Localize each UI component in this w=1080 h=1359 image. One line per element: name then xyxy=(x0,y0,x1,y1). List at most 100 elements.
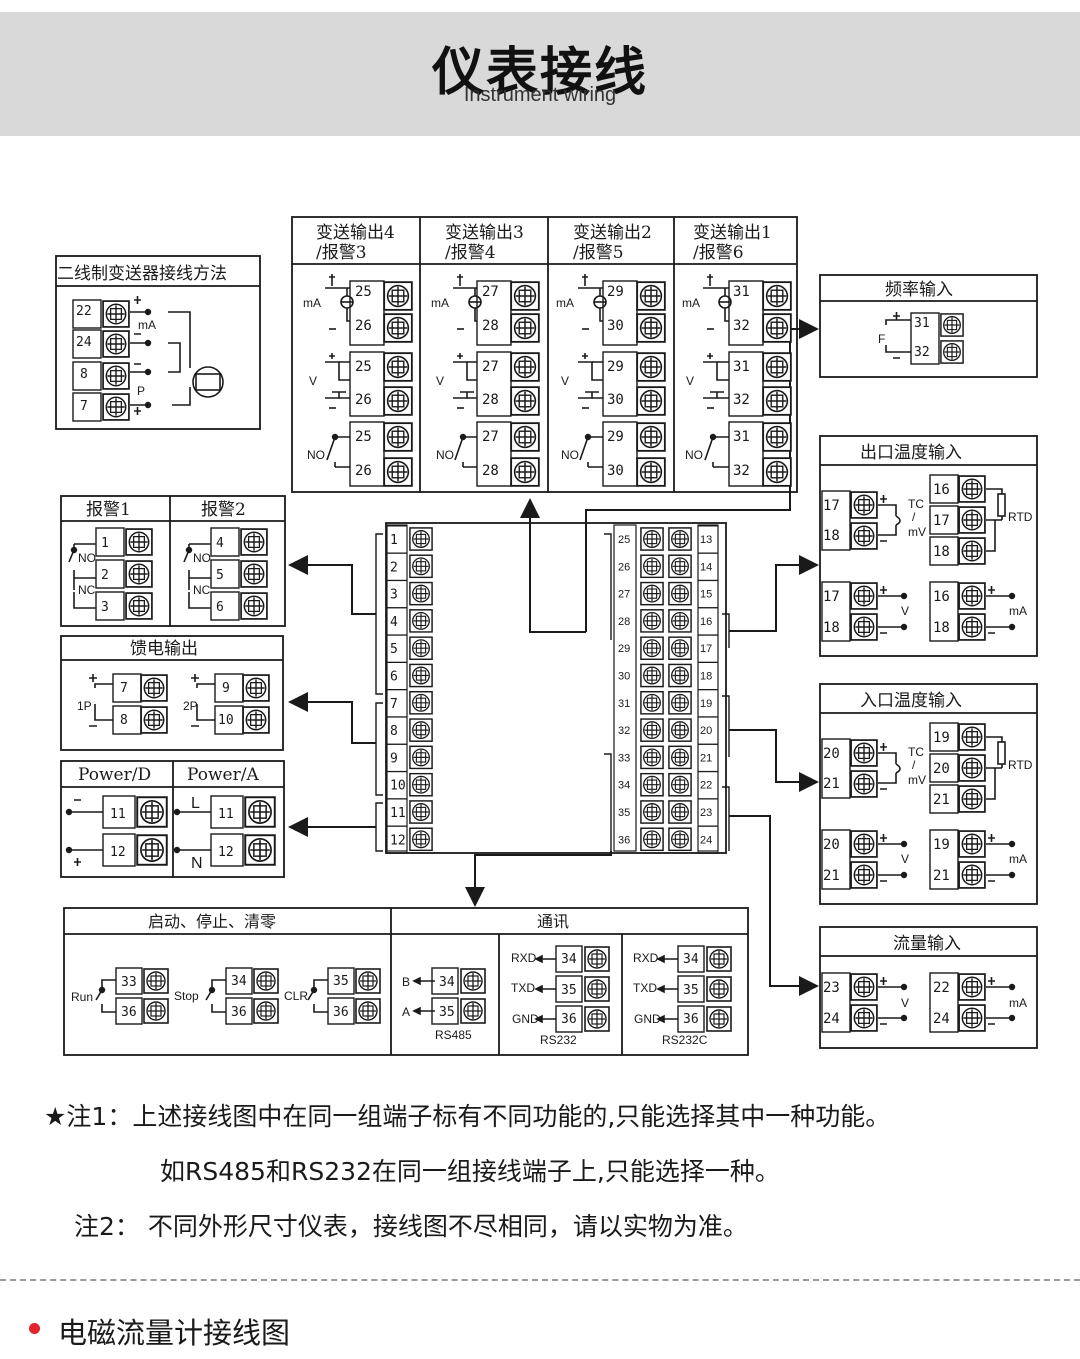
wire xyxy=(325,361,350,399)
section-title: 电磁流量计接线图 xyxy=(58,1316,291,1350)
outlet-rtd-c: 18 xyxy=(933,544,950,560)
rs485-t34: 34 xyxy=(439,975,455,990)
center-left-terminal-number: 1 xyxy=(390,533,398,548)
terminal-dot xyxy=(900,840,908,848)
terminal-frame xyxy=(72,361,102,391)
wire xyxy=(880,743,887,790)
alarm2-title: 报警2 xyxy=(201,500,246,520)
terminal-frame xyxy=(95,559,125,589)
terminal-block xyxy=(636,281,666,311)
top-col2-caption1: 变送输出3 xyxy=(445,223,524,243)
rs485-b: B xyxy=(402,975,410,989)
center-left-terminal-number: 12 xyxy=(390,833,406,848)
freq-t32: 32 xyxy=(914,345,930,360)
inlet-rtd-c: 21 xyxy=(933,792,950,808)
outlet-tc-a: 17 xyxy=(823,498,840,514)
t3-no-a: 29 xyxy=(607,429,624,445)
terminal-block xyxy=(125,592,153,620)
terminal-frame xyxy=(214,673,244,703)
wire xyxy=(339,361,350,399)
terminal-frame xyxy=(210,559,240,589)
terminal-block xyxy=(668,745,692,770)
terminal-block xyxy=(762,386,792,416)
terminal-frame xyxy=(821,972,851,1033)
terminal-block xyxy=(668,581,692,606)
terminal-block xyxy=(584,976,610,1002)
outlet-slash: / xyxy=(912,510,916,524)
terminal-frame xyxy=(327,967,355,995)
plus-sign xyxy=(329,353,335,359)
t1-ma-a: 25 xyxy=(355,284,372,300)
wire xyxy=(307,979,328,1013)
two-wire-t7: 7 xyxy=(80,399,88,414)
center-left-terminal-number: 11 xyxy=(390,806,406,821)
rs232c-rxd: RXD xyxy=(633,951,659,965)
terminal-block xyxy=(762,313,792,343)
center-cell xyxy=(697,825,719,854)
t4-v-a: 31 xyxy=(733,359,750,375)
rtd-resistor-icon xyxy=(997,493,1006,517)
terminal-dot xyxy=(1008,592,1016,600)
wiring-diagram: 变送输出4 /报警3 变送输出3 /报警4 变送输出2 /报警5 变送输出1 /… xyxy=(55,216,1038,1056)
plus-sign xyxy=(457,274,463,286)
terminal-frame xyxy=(95,527,125,557)
terminal-block xyxy=(706,1006,732,1032)
terminal-frame xyxy=(929,505,959,535)
freq-f: F xyxy=(878,332,885,346)
page-title: 仪表接线 xyxy=(431,43,648,103)
terminal-frame xyxy=(225,997,253,1025)
bullet-dot xyxy=(29,1323,40,1334)
terminal-frame xyxy=(115,967,143,995)
flow-title: 流量输入 xyxy=(893,934,961,954)
center-left-terminal-number: 7 xyxy=(390,697,398,712)
feed-t7: 7 xyxy=(120,681,128,696)
terminal-block xyxy=(409,554,433,579)
terminal-frame xyxy=(72,329,102,359)
t2-v-a: 27 xyxy=(482,359,499,375)
terminal-frame xyxy=(349,351,385,417)
inlet-title: 入口温度输入 xyxy=(860,691,962,711)
t4-no-a: 31 xyxy=(733,429,750,445)
terminal-frame xyxy=(910,312,940,365)
plus-sign xyxy=(582,353,588,359)
terminal-dot xyxy=(144,308,152,316)
wire xyxy=(986,834,1010,882)
power-n: N xyxy=(191,855,203,872)
t2-no-label: NO xyxy=(436,448,454,462)
center-right-terminal-number: 22 xyxy=(700,780,712,792)
center-mid-terminal-number: 34 xyxy=(618,780,630,792)
center-mid-terminal-number: 30 xyxy=(618,671,630,683)
terminal-frame xyxy=(929,829,959,890)
t1-v-b: 26 xyxy=(355,392,372,408)
feed-t8: 8 xyxy=(120,713,128,728)
terminal-frame xyxy=(821,490,851,551)
terminal-block xyxy=(510,457,540,487)
wire xyxy=(69,811,103,851)
terminal-dot xyxy=(65,808,73,816)
terminal-block xyxy=(409,663,433,688)
center-left-terminal-number: 8 xyxy=(390,724,398,739)
center-right-terminal-number: 24 xyxy=(700,834,712,846)
t4-no-label: NO xyxy=(685,448,703,462)
t1-ma-b: 26 xyxy=(355,318,372,334)
rs232c-gnd: GND xyxy=(634,1012,661,1026)
outlet-ma: mA xyxy=(1009,604,1027,618)
top-col4-caption2: /报警6 xyxy=(693,243,744,263)
terminal-dot xyxy=(98,986,106,994)
terminal-dot xyxy=(1008,623,1016,631)
rs232-t34: 34 xyxy=(561,952,577,967)
terminal-block xyxy=(140,706,168,734)
t1-no-label: NO xyxy=(307,448,325,462)
t4-v-b: 32 xyxy=(733,392,750,408)
terminal-block xyxy=(125,560,153,588)
terminal-frame xyxy=(225,967,253,995)
t4-ma-a: 31 xyxy=(733,284,750,300)
terminal-dot xyxy=(331,433,339,441)
inlet-tc-b: 21 xyxy=(823,776,840,792)
terminal-frame xyxy=(476,280,512,346)
inlet-rtd-b: 20 xyxy=(933,761,950,777)
rs232c-name: RS232C xyxy=(662,1033,708,1047)
center-left-terminal-number: 9 xyxy=(390,751,398,766)
t3-v-b: 30 xyxy=(607,392,624,408)
terminal-block xyxy=(240,528,268,556)
